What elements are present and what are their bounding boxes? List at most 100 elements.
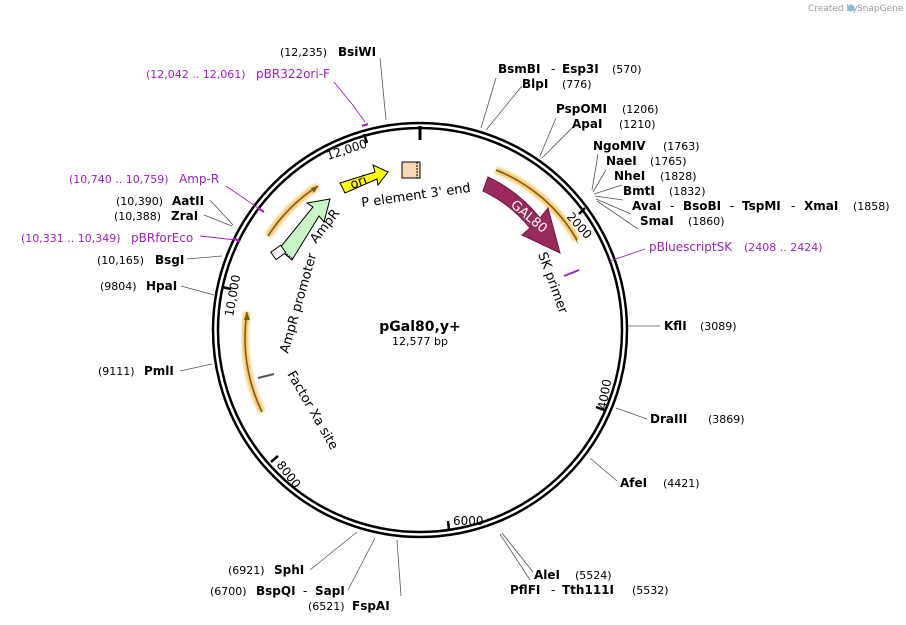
enzyme-label-avai[interactable]: AvaI - BsoBI - TspMI - XmaI (1858) — [632, 199, 890, 213]
enzyme-position: (5532) — [632, 584, 669, 597]
primer-name: Amp-R — [179, 172, 219, 186]
enzyme-name: NheI — [614, 169, 645, 183]
left-highlight-line — [244, 311, 263, 413]
primer-name: pBRforEco — [131, 231, 193, 245]
enzyme-name: BlpI — [522, 77, 548, 91]
tick-mark — [362, 133, 369, 144]
enzyme-name: PspOMI — [556, 102, 607, 116]
connector — [379, 57, 387, 121]
left-highlight — [241, 311, 266, 414]
connector — [203, 214, 233, 227]
enzyme-name: AvaI — [632, 199, 661, 213]
enzyme-label-naei[interactable]: NaeI (1765) — [606, 154, 687, 168]
enzyme-name: XmaI — [804, 199, 838, 213]
enzyme-label-sphi[interactable]: (6921) SphI — [228, 563, 304, 577]
feature-sk-primer[interactable]: SK primer — [534, 250, 580, 316]
connector — [199, 235, 237, 241]
tick-mark — [221, 285, 232, 291]
enzyme-position: (1763) — [663, 140, 700, 153]
enzyme-name: BmtI — [623, 184, 655, 198]
enzyme-label-pmli[interactable]: (9111) PmlI — [98, 364, 174, 378]
enzyme-label-bspqi[interactable]: (6700) BspQI - SapI — [210, 584, 345, 598]
enzyme-name: BsgI — [155, 253, 184, 267]
enzyme-label-afei[interactable]: AfeI (4421) — [620, 476, 700, 490]
feature-ampr-promoter[interactable]: AmpR promoter — [270, 244, 321, 355]
enzyme-label-apai[interactable]: ApaI (1210) — [572, 117, 656, 131]
enzyme-name: HpaI — [146, 279, 177, 293]
connector — [396, 539, 402, 597]
enzyme-position: (1832) — [669, 185, 706, 198]
connector — [615, 407, 648, 420]
enzyme-position: (570) — [612, 63, 642, 76]
enzyme-position: (1206) — [622, 103, 659, 116]
primer-range: (2408 .. 2424) — [744, 241, 823, 254]
connector — [591, 153, 599, 191]
enzyme-label-kfli[interactable]: KflI (3089) — [664, 319, 737, 333]
tick-label-6000: 6000 — [453, 514, 484, 528]
enzyme-label-smai[interactable]: SmaI (1860) — [640, 214, 725, 228]
enzyme-label-pflfi[interactable]: PflFI - Tth111I (5532) — [510, 583, 669, 597]
plasmid-name: pGal80,y+ — [379, 319, 460, 335]
enzyme-separator: - — [303, 584, 307, 598]
enzyme-label-ngomiv[interactable]: NgoMIV (1763) — [593, 139, 700, 153]
factor-xa-label: Factor Xa site — [284, 369, 341, 453]
connector — [592, 169, 607, 193]
enzyme-label-nhei[interactable]: NheI (1828) — [614, 169, 697, 183]
enzyme-label-bmti[interactable]: BmtI (1832) — [623, 184, 706, 198]
enzyme-position: (6700) — [210, 585, 247, 598]
left-highlight-glow — [241, 311, 266, 414]
ori-arrow — [339, 164, 389, 194]
enzyme-position: (10,388) — [114, 210, 161, 223]
primer-range: (10,740 .. 10,759) — [69, 173, 169, 186]
primer-mark-pbr322ori — [361, 123, 369, 127]
enzyme-position: (1828) — [660, 170, 697, 183]
enzyme-label-blpi[interactable]: BlpI (776) — [522, 77, 592, 91]
gal80-highlight-line — [495, 169, 578, 241]
primer-label-pbluescriptsk[interactable]: pBluescriptSK (2408 .. 2424) — [649, 240, 823, 254]
enzyme-name: AatII — [172, 194, 204, 208]
feature-factor-xa[interactable]: Factor Xa site — [257, 369, 341, 453]
enzyme-name: Tth111I — [562, 583, 614, 597]
enzyme-label-bsmbi[interactable]: BsmBI - Esp3I (570) — [498, 62, 642, 76]
enzyme-label-zrai[interactable]: (10,388) ZraI — [114, 209, 198, 223]
enzyme-name: ApaI — [572, 117, 602, 131]
enzyme-position: (9804) — [100, 280, 137, 293]
enzyme-name: BspQI — [256, 584, 296, 598]
enzyme-name: TspMI — [742, 199, 781, 213]
primer-label-amp-r[interactable]: (10,740 .. 10,759) Amp-R — [69, 172, 219, 186]
backbone-outer — [211, 121, 629, 539]
primer-label-pbrforeco[interactable]: (10,331 .. 10,349) pBRforEco — [21, 231, 193, 245]
ampr-highlight-head — [311, 186, 318, 193]
enzyme-label-hpai[interactable]: (9804) HpaI — [100, 279, 177, 293]
enzyme-label-alei[interactable]: AleI (5524) — [534, 568, 612, 582]
enzyme-name: BsmBI — [498, 62, 540, 76]
enzyme-separator: - — [551, 583, 555, 597]
enzyme-label-pspomi[interactable]: PspOMI (1206) — [556, 102, 659, 116]
primer-connectors — [199, 81, 646, 262]
connector — [595, 198, 632, 215]
enzyme-label-fspai[interactable]: (6521) FspAI — [308, 599, 390, 613]
gal80-arrow — [482, 176, 561, 254]
enzyme-position: (6921) — [228, 564, 265, 577]
enzyme-separator: - — [791, 199, 795, 213]
enzyme-name: SmaI — [640, 214, 674, 228]
enzyme-position: (3089) — [700, 320, 737, 333]
enzyme-position: (3869) — [708, 413, 745, 426]
enzyme-label-bsiwi[interactable]: (12,235) BsiWI — [280, 45, 376, 59]
primer-label-pbr322ori-f[interactable]: (12,042 .. 12,061) pBR322ori-F — [146, 67, 330, 81]
connector — [347, 537, 376, 591]
enzyme-label-aatii[interactable]: (10,390) AatII — [116, 194, 204, 208]
enzyme-name: ZraI — [171, 209, 198, 223]
feature-ori[interactable]: ori — [339, 164, 389, 194]
enzyme-position: (12,235) — [280, 46, 327, 59]
ampr-promoter-box — [270, 244, 287, 261]
enzyme-name: SapI — [315, 584, 345, 598]
enzyme-position: (1858) — [853, 200, 890, 213]
enzyme-position: (1210) — [619, 118, 656, 131]
credit: Created by SnapGene — [808, 4, 904, 14]
enzyme-label-bsgi[interactable]: (10,165) BsgI — [97, 253, 184, 267]
enzyme-position: (1860) — [688, 215, 725, 228]
enzyme-label-draiii[interactable]: DraIII (3869) — [650, 412, 745, 426]
enzyme-name: PflFI — [510, 583, 540, 597]
